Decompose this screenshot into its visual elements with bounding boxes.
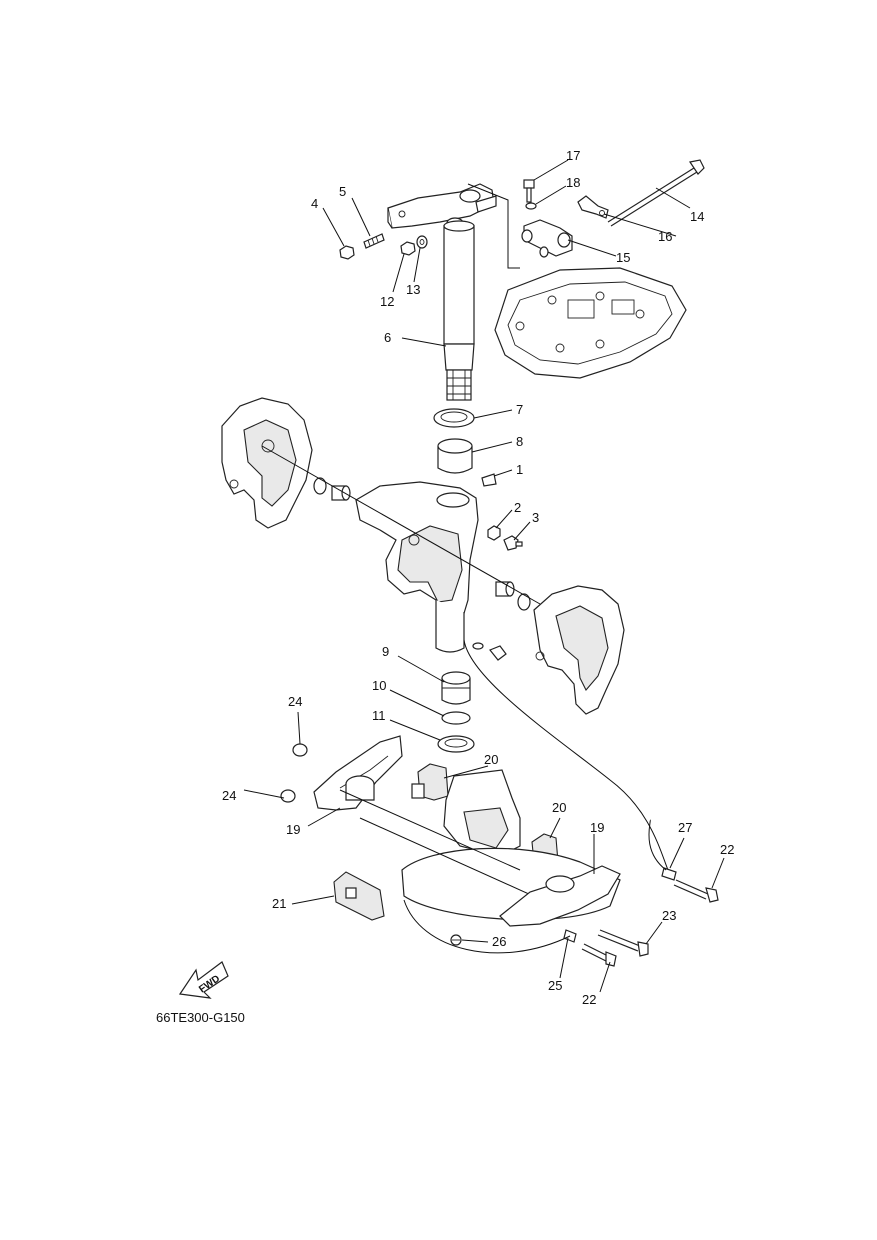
washer-11 — [437, 735, 475, 753]
callout-6: 6 — [384, 330, 391, 345]
clamp-bracket-right — [533, 585, 625, 715]
bolt-23 — [597, 929, 649, 957]
callout-12: 12 — [380, 294, 394, 309]
callout-21: 21 — [272, 896, 286, 911]
grease-nipple — [472, 642, 507, 661]
callout-5: 5 — [339, 184, 346, 199]
clamp-bracket-left — [221, 397, 313, 529]
callout-17: 17 — [566, 148, 580, 163]
callout-24-upper: 24 — [288, 694, 302, 709]
washer-7 — [433, 408, 475, 428]
steering-arm — [387, 183, 497, 229]
callout-leaders — [243, 159, 725, 993]
callout-22-right: 22 — [720, 842, 734, 857]
callout-16: 16 — [658, 229, 672, 244]
bushing-8 — [437, 438, 473, 474]
stud-5 — [363, 233, 385, 249]
washer-13 — [416, 235, 428, 249]
callout-4: 4 — [311, 196, 318, 211]
callout-8: 8 — [516, 434, 523, 449]
ground-lead-16 — [577, 195, 609, 219]
lead-27 — [661, 867, 677, 881]
bolt-22-lower — [581, 943, 617, 967]
callout-1: 1 — [516, 462, 523, 477]
bolt-14 — [607, 159, 705, 227]
callout-9: 9 — [382, 644, 389, 659]
callout-7: 7 — [516, 402, 523, 417]
nut-4 — [339, 245, 355, 260]
bushing-9 — [441, 671, 471, 705]
callout-labels: 4 5 12 13 6 17 18 14 15 16 7 8 1 2 3 9 1… — [222, 148, 734, 1007]
bolt-3 — [503, 535, 523, 551]
washer-left — [313, 477, 327, 495]
bracket-15 — [521, 219, 573, 258]
callout-27: 27 — [678, 820, 692, 835]
bushing-left — [331, 485, 351, 501]
key-1 — [481, 473, 497, 487]
diagram-code: 66TE300-G150 — [156, 1010, 245, 1025]
forward-arrow-icon: FWD — [178, 961, 229, 999]
callout-25: 25 — [548, 978, 562, 993]
callout-15: 15 — [616, 250, 630, 265]
bolt-17 — [523, 179, 535, 203]
o-ring-10 — [441, 711, 471, 725]
nut-12 — [400, 241, 416, 256]
mount-housing-right — [499, 865, 621, 927]
callout-24-lower: 24 — [222, 788, 236, 803]
washer-18 — [525, 202, 537, 210]
callout-26: 26 — [492, 934, 506, 949]
callout-20-upper: 20 — [484, 752, 498, 767]
bottom-cowling-plate — [494, 267, 687, 379]
callout-23: 23 — [662, 908, 676, 923]
washer-right — [517, 593, 531, 611]
bolt-22-right — [673, 879, 719, 903]
nut-2 — [487, 525, 501, 541]
steering-shaft — [443, 220, 475, 401]
callout-19-left: 19 — [286, 822, 300, 837]
callout-3: 3 — [532, 510, 539, 525]
swivel-bracket — [355, 481, 479, 653]
callout-13: 13 — [406, 282, 420, 297]
callout-10: 10 — [372, 678, 386, 693]
washer-24-upper — [292, 743, 308, 757]
callout-19-right: 19 — [590, 820, 604, 835]
rubber-mount-20-upper — [411, 763, 449, 801]
screw-26 — [450, 934, 462, 946]
stopper-21 — [333, 871, 385, 921]
callout-20-lower: 20 — [552, 800, 566, 815]
callout-11: 11 — [372, 708, 386, 723]
callout-22-lower: 22 — [582, 992, 596, 1007]
mount-housing-left — [313, 735, 403, 811]
washer-24-lower — [280, 789, 296, 803]
callout-14: 14 — [690, 209, 704, 224]
callout-2: 2 — [514, 500, 521, 515]
callout-18: 18 — [566, 175, 580, 190]
